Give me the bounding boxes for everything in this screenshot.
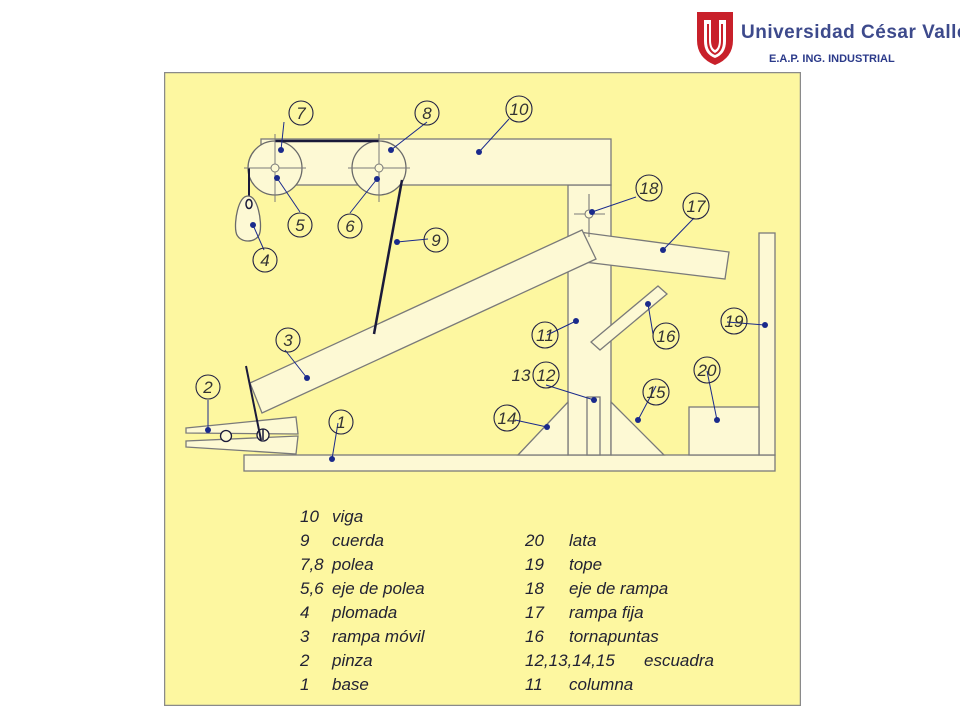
legend-left-name-0: viga bbox=[332, 507, 363, 526]
callout-numbers: 7 8 10 5 6 4 9 3 1 2 18 17 11 13 12 14 1… bbox=[202, 100, 744, 432]
legend-left-num-5: 3 bbox=[300, 627, 310, 646]
university-shield-icon bbox=[697, 12, 733, 65]
callout-16: 16 bbox=[657, 327, 676, 346]
part-18-eje-de-rampa bbox=[574, 194, 605, 237]
part-15-escuadra-right bbox=[610, 400, 666, 456]
legend-right-name-4: tornapuntas bbox=[569, 627, 659, 646]
legend-left-num-4: 4 bbox=[300, 603, 309, 622]
callout-10: 10 bbox=[510, 100, 529, 119]
callout-13: 13 bbox=[512, 366, 531, 385]
legend-left-num-1: 9 bbox=[300, 531, 310, 550]
legend-right-num-1: 19 bbox=[525, 555, 544, 574]
callout-6: 6 bbox=[345, 217, 355, 236]
legend-right-name-5: escuadra bbox=[644, 651, 714, 670]
university-name: Universidad César Vallejo bbox=[741, 22, 960, 43]
legend-right-name-1: tope bbox=[569, 555, 602, 574]
legend-left-num-0: 10 bbox=[300, 507, 319, 526]
callout-11: 11 bbox=[536, 326, 554, 345]
callout-2: 2 bbox=[202, 378, 213, 397]
callout-3: 3 bbox=[283, 331, 293, 350]
school-name: E.A.P. ING. INDUSTRIAL bbox=[769, 53, 895, 65]
callout-19: 19 bbox=[725, 312, 744, 331]
part-20-lata bbox=[688, 406, 760, 456]
callout-17: 17 bbox=[687, 197, 706, 216]
callout-12: 12 bbox=[537, 366, 556, 385]
legend-left-name-2: polea bbox=[331, 555, 374, 574]
callout-15: 15 bbox=[647, 383, 666, 402]
legend-right-name-3: rampa fija bbox=[569, 603, 644, 622]
part-3-rampa-movil bbox=[249, 229, 597, 414]
part-5-6-eje-de-polea bbox=[244, 134, 410, 202]
part-2-pinza bbox=[185, 416, 299, 455]
legend-right-name-2: eje de rampa bbox=[569, 579, 668, 598]
part-19-tope bbox=[758, 232, 776, 456]
legend-left-name-3: eje de polea bbox=[332, 579, 425, 598]
callout-5: 5 bbox=[295, 216, 305, 235]
callout-9: 9 bbox=[431, 231, 441, 250]
callout-18: 18 bbox=[640, 179, 659, 198]
callout-14: 14 bbox=[498, 409, 517, 428]
leader-lines bbox=[207, 118, 766, 460]
part-dots bbox=[205, 147, 768, 462]
legend-left-num-7: 1 bbox=[300, 675, 309, 694]
callout-circles bbox=[195, 95, 748, 435]
legend-right-name-6: columna bbox=[569, 675, 633, 694]
legend-left-name-4: plomada bbox=[331, 603, 397, 622]
legend-left-name-1: cuerda bbox=[332, 531, 384, 550]
legend-left-num-2: 7,8 bbox=[300, 555, 324, 574]
legend-right-num-3: 17 bbox=[525, 603, 544, 622]
callout-8: 8 bbox=[422, 104, 432, 123]
legend-left-num-6: 2 bbox=[299, 651, 310, 670]
legend-right-num-0: 20 bbox=[524, 531, 544, 550]
legend-right-num-2: 18 bbox=[525, 579, 544, 598]
part-1-base bbox=[243, 454, 776, 472]
legend-right-num-4: 16 bbox=[525, 627, 544, 646]
part-12-escuadra-plate bbox=[586, 396, 601, 456]
callout-7: 7 bbox=[296, 104, 306, 123]
university-logo: Universidad César Vallejo E.A.P. ING. IN… bbox=[695, 8, 960, 70]
legend-left-num-3: 5,6 bbox=[300, 579, 324, 598]
legend-right-num-5: 12,13,14,15 bbox=[525, 651, 615, 670]
legend-left-name-5: rampa móvil bbox=[332, 627, 426, 646]
callout-4: 4 bbox=[260, 251, 269, 270]
legend-left-name-6: pinza bbox=[331, 651, 373, 670]
legend-right-num-6: 11 bbox=[525, 675, 543, 694]
callout-20: 20 bbox=[697, 361, 717, 380]
part-10-viga bbox=[260, 138, 612, 186]
legend-left-name-7: base bbox=[332, 675, 369, 694]
callout-1: 1 bbox=[336, 413, 345, 432]
part-9-cuerda bbox=[245, 139, 404, 441]
part-4-plomada bbox=[234, 195, 262, 242]
legend: 10 viga 9 cuerda 7,8 polea 5,6 eje de po… bbox=[299, 507, 714, 694]
legend-right-name-0: lata bbox=[569, 531, 596, 550]
mechanism-diagram: 7 8 10 5 6 4 9 3 1 2 18 17 11 13 12 14 1… bbox=[164, 72, 801, 706]
part-14-escuadra-left bbox=[516, 400, 569, 456]
